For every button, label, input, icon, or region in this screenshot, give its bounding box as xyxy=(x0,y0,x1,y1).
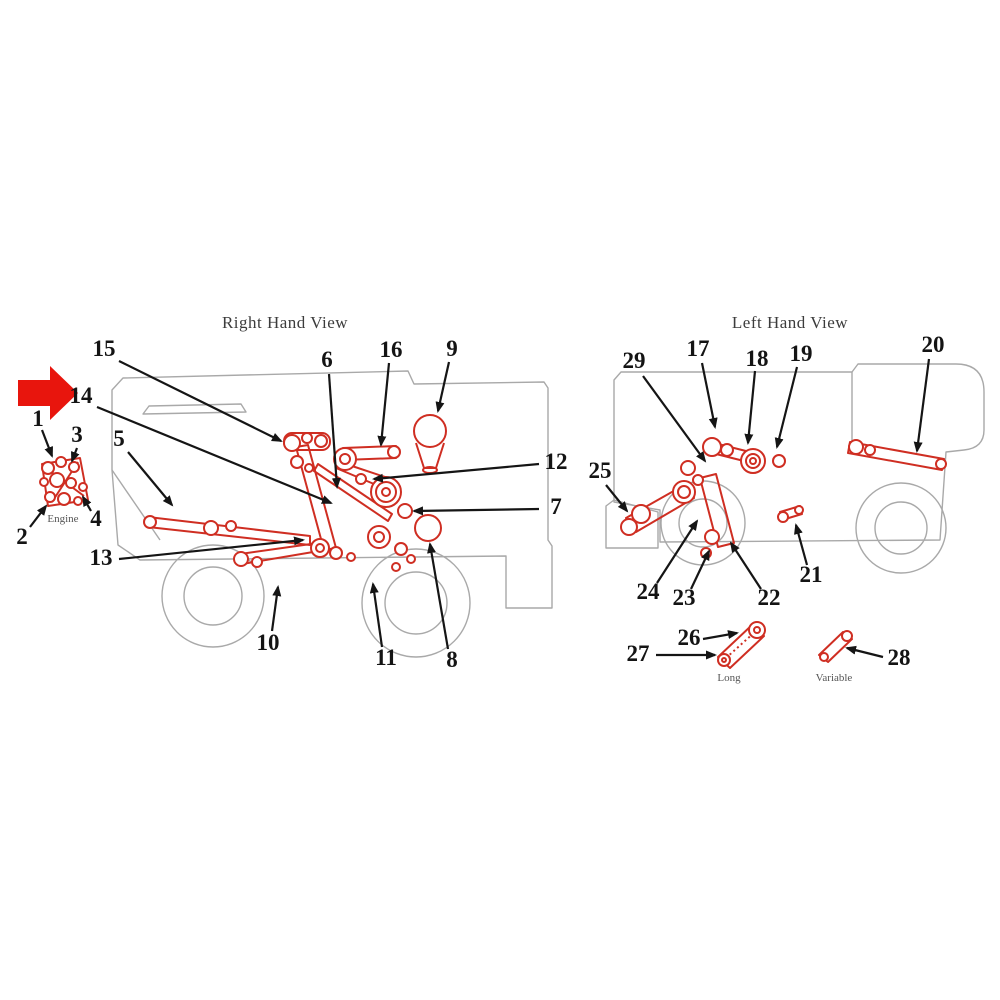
callout-25-label: 25 xyxy=(589,458,612,483)
callout-11-label: 11 xyxy=(375,645,397,670)
right-machine-outline xyxy=(111,370,553,658)
callout-9-label: 9 xyxy=(446,336,458,361)
callout-3-label: 3 xyxy=(71,422,83,447)
callout-7-label: 7 xyxy=(550,494,562,519)
callout-15-label: 15 xyxy=(93,336,116,361)
callout-23-label: 23 xyxy=(673,585,696,610)
callout-17-label: 17 xyxy=(687,336,710,361)
right-front-wheel xyxy=(161,544,265,648)
callout-arrows xyxy=(29,358,931,660)
callout-5-label: 5 xyxy=(113,426,125,451)
left-machine-outline xyxy=(605,363,985,574)
right-rear-wheel xyxy=(361,548,471,658)
big-pulley-8 xyxy=(414,514,442,542)
engine-label: Engine xyxy=(47,513,78,525)
variable-label: Variable xyxy=(816,672,853,684)
callout-20-label: 20 xyxy=(922,332,945,357)
callout-2-label: 2 xyxy=(16,524,28,549)
grain-spout-pulley xyxy=(413,414,447,448)
callout-24-label: 24 xyxy=(637,579,661,604)
callout-21-label: 21 xyxy=(800,562,823,587)
right-belt-parts xyxy=(143,414,447,572)
left-belt-parts xyxy=(620,437,947,669)
callout-18-label: 18 xyxy=(746,346,769,371)
engine-belt-parts xyxy=(39,456,89,507)
concentric-pulley-18 xyxy=(740,448,766,474)
callout-14-label: 14 xyxy=(70,383,94,408)
callout-1-label: 1 xyxy=(32,406,44,431)
callout-27-label: 27 xyxy=(627,641,650,666)
callout-4-label: 4 xyxy=(90,506,102,531)
callout-6-label: 6 xyxy=(321,347,333,372)
right-view-title: Right Hand View xyxy=(222,313,348,332)
callout-16-label: 16 xyxy=(380,337,403,362)
callout-19-label: 19 xyxy=(790,341,813,366)
callout-26-label: 26 xyxy=(678,625,701,650)
red-pointer-arrow-icon xyxy=(18,366,78,420)
callout-22-label: 22 xyxy=(758,585,781,610)
callout-29-label: 29 xyxy=(623,348,646,373)
callout-28-label: 28 xyxy=(888,645,911,670)
left-rear-wheel xyxy=(855,482,947,574)
callout-12-label: 12 xyxy=(545,449,568,474)
left-view-title: Left Hand View xyxy=(732,313,848,332)
callout-13-label: 13 xyxy=(90,545,113,570)
long-label: Long xyxy=(717,672,741,684)
callout-10-label: 10 xyxy=(257,630,280,655)
callout-8-label: 8 xyxy=(446,647,458,672)
